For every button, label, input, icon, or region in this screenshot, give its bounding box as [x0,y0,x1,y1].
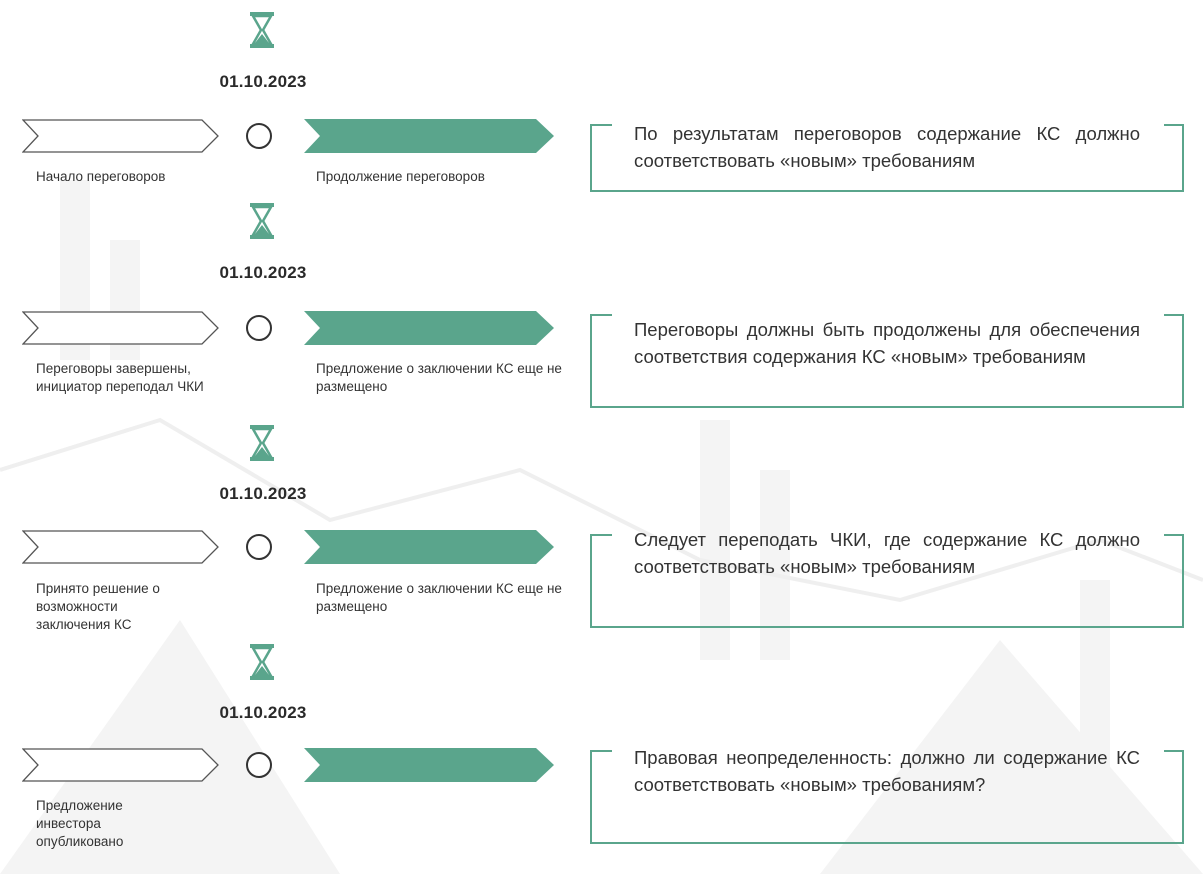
note-text: Правовая неопределенность: должно ли сод… [634,747,1140,795]
hourglass-icon [250,12,274,48]
start-chevron-outline [22,748,219,782]
note-box: Правовая неопределенность: должно ли сод… [590,747,1184,844]
note-box: Переговоры должны быть продолжены для об… [590,314,1184,408]
stage-date: 01.10.2023 [219,263,307,282]
note-text: По результатам переговоров содержание КС… [634,123,1140,171]
left-label: Переговоры завершены, инициатор перепода… [36,361,204,394]
circle-icon [246,752,272,778]
continue-chevron-filled [304,748,554,782]
note-frame [590,534,1184,628]
start-chevron-outline [22,119,219,153]
hourglass-icon [250,644,274,680]
stage-date: 01.10.2023 [219,703,307,722]
start-chevron-outline [22,311,219,345]
left-label: Начало переговоров [36,169,166,184]
right-label: Предложение о заключении КС еще не разме… [316,361,562,394]
right-label: Предложение о заключении КС еще не разме… [316,581,562,614]
stage-date: 01.10.2023 [219,72,307,91]
continue-chevron-filled [304,119,554,153]
hourglass-icon [250,203,274,239]
circle-icon [246,534,272,560]
start-chevron-outline [22,530,219,564]
right-label: Продолжение переговоров [316,169,485,184]
note-text: Следует переподать ЧКИ, где содержание К… [634,529,1140,577]
left-label: Предложение инвестора опубликовано [36,798,124,849]
note-text: Переговоры должны быть продолжены для об… [634,319,1140,367]
circle-icon [246,123,272,149]
note-box: По результатам переговоров содержание КС… [590,123,1184,192]
stage-date: 01.10.2023 [219,484,307,503]
note-box: Следует переподать ЧКИ, где содержание К… [590,529,1184,628]
note-frame [590,124,1184,192]
hourglass-icon [250,425,274,461]
continue-chevron-filled [304,530,554,564]
note-frame [590,750,1184,844]
circle-icon [246,315,272,341]
left-label: Принято решение о возможности заключения… [36,581,160,632]
continue-chevron-filled [304,311,554,345]
note-frame [590,314,1184,408]
